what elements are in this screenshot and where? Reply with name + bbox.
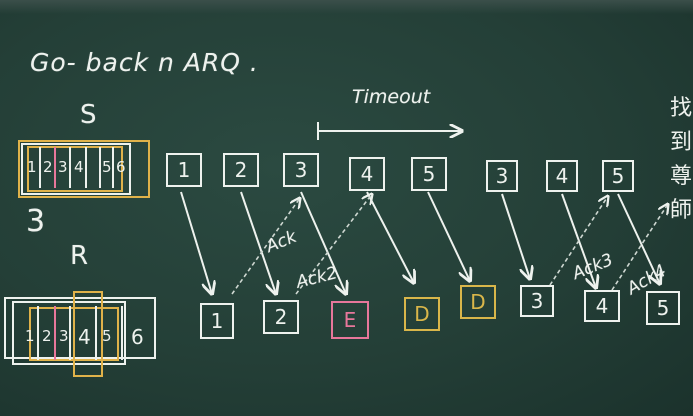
side-character: 到 <box>670 130 693 155</box>
sent-frame: 5 <box>602 160 634 192</box>
receiver-window-cell: 6 <box>131 325 144 349</box>
received-frame: 4 <box>584 290 620 322</box>
sender-window-cell: 3 <box>58 158 68 176</box>
received-frame: 3 <box>520 285 554 317</box>
sent-frame: 2 <box>223 153 259 187</box>
side-character: 師 <box>670 198 693 223</box>
received-frame: 1 <box>200 303 234 339</box>
received-frame-error: E <box>331 301 369 339</box>
sender-label: S <box>80 100 97 130</box>
title: Go- back n ARQ . <box>30 48 259 77</box>
receiver-window-cell: 1 <box>25 327 35 345</box>
timeout-arrow <box>317 122 462 140</box>
sent-frame: 1 <box>166 153 202 187</box>
timeout-label: Timeout <box>352 86 431 108</box>
sent-frame: 4 <box>349 157 385 191</box>
ack-arrows <box>231 194 668 295</box>
receiver-window-cell: 4 <box>78 325 91 349</box>
received-frame: 2 <box>263 300 299 334</box>
receiver-window-cell: 3 <box>59 327 69 345</box>
sent-frame: 3 <box>486 160 518 192</box>
sent-frame: 5 <box>411 157 447 191</box>
receiver-window-cell: 5 <box>102 327 112 345</box>
sent-frame: 4 <box>546 160 578 192</box>
sent-frame: 3 <box>283 153 319 187</box>
receiver-window <box>4 291 156 377</box>
sender-window-cell: 5 <box>102 158 112 176</box>
window-size: 3 <box>26 204 46 239</box>
side-character: 找 <box>670 96 693 121</box>
received-frame-discarded: D <box>460 285 496 319</box>
received-frame: 5 <box>646 291 680 325</box>
sender-window-cell: 6 <box>116 158 126 176</box>
receiver-window-cell: 2 <box>42 327 52 345</box>
receiver-label: R <box>70 241 89 271</box>
sender-window-cell: 1 <box>27 158 37 176</box>
sender-window-cell: 4 <box>74 158 84 176</box>
sender-window-cell: 2 <box>43 158 53 176</box>
side-character: 尊 <box>670 164 693 189</box>
sender-window <box>18 140 150 198</box>
received-frame-discarded: D <box>404 297 440 331</box>
